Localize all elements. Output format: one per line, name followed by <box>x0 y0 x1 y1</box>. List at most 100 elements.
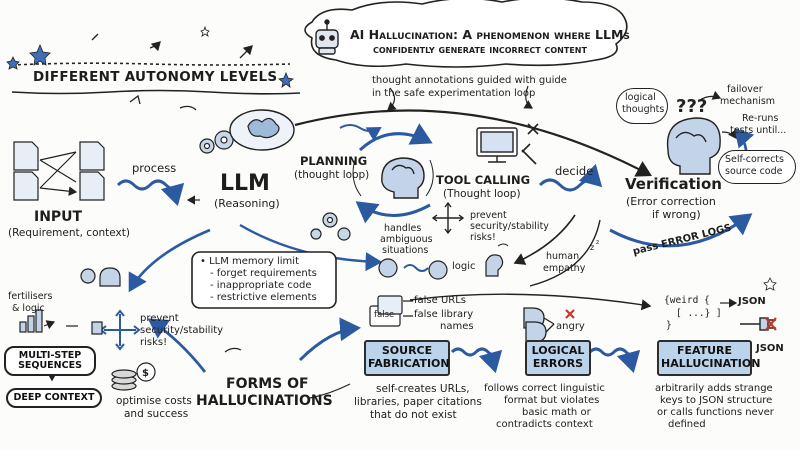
decide-arrow <box>538 163 603 192</box>
feature-desc-4: defined <box>668 419 706 430</box>
center-prevent-3: risks! <box>470 232 496 243</box>
feature-desc-2: keys to JSON structure <box>660 395 773 406</box>
logical-errors-line2: ERRORS <box>532 356 584 370</box>
center-prevent-1: prevent <box>470 210 507 221</box>
process-arrow <box>116 179 185 207</box>
thought-annotations-line2: in the safe experimentation loop <box>372 88 536 99</box>
llm-subtitle: (Reasoning) <box>214 197 280 210</box>
handles-note-3: situations <box>382 245 429 256</box>
sparkle-stars <box>6 25 777 291</box>
process-label: process <box>132 161 177 175</box>
deep-context-label: DEEP CONTEXT <box>13 392 95 403</box>
code-snippet-3: } <box>666 320 672 331</box>
logical-desc-4: contradicts context <box>496 419 593 430</box>
svg-text:z: z <box>590 243 594 252</box>
reruns-2: tests until... <box>730 125 787 136</box>
robot-icon <box>315 19 339 55</box>
fertilisers-2: & logic <box>12 303 45 314</box>
logical-thoughts-1: logical <box>625 92 656 103</box>
memory-line2: - forget requirements <box>210 268 317 279</box>
human-empathy-1: human <box>546 251 580 262</box>
svg-text:???: ??? <box>676 96 707 117</box>
json-label-2: JSON <box>756 343 784 354</box>
source-desc-2: libraries, paper citations <box>354 396 482 408</box>
deep-context-pill: DEEP CONTEXT <box>6 388 102 408</box>
title-cloud <box>304 0 628 68</box>
failover-1: failover <box>727 84 763 95</box>
self-corrects-cloud <box>718 150 796 184</box>
doodle-arrows <box>91 33 253 111</box>
input-title: INPUT <box>34 209 83 225</box>
multi-step-sequences-pill: MULTI-STEP SEQUENCES <box>4 346 96 376</box>
optimise-1: optimise costs <box>116 395 192 407</box>
self-corrects-1: Self-corrects <box>725 154 784 165</box>
monitor-icon <box>476 127 518 163</box>
red-x-icon <box>565 309 575 319</box>
feature-hallucination-box: FEATURE HALLUCINATION <box>657 340 760 376</box>
logical-thoughts-cloud <box>616 88 668 124</box>
logical-errors-box: LOGICAL ERRORS <box>525 340 591 376</box>
memory-line4: - restrictive elements <box>210 292 317 303</box>
fertilisers-1: fertilisers <box>8 291 53 302</box>
wrench-icon <box>521 123 539 165</box>
feature-desc-1: arbitrarily adds strange <box>655 383 773 394</box>
center-prevent-2: security/stability <box>470 221 549 232</box>
source-fabrication-line2: FABRICATION <box>368 356 450 370</box>
banner-underline <box>11 62 301 95</box>
tool-calling-subtitle: (Thought loop) <box>443 188 521 200</box>
verification-title: Verification <box>625 175 722 193</box>
verification-line2: if wrong) <box>652 208 701 221</box>
input-subtitle: (Requirement, context) <box>8 227 130 239</box>
memory-line3: - inappropriate code <box>210 280 312 291</box>
pass-error-logs-arrow <box>609 213 753 248</box>
logical-to-feature-arrow <box>588 347 641 374</box>
false-library-2: names <box>440 321 474 332</box>
autonomy-banner: DIFFERENT AUTONOMY LEVELS <box>33 69 278 85</box>
failover-2: mechanism <box>720 96 776 107</box>
forms-line1: FORMS OF <box>226 376 309 392</box>
thought-annotations-line1: thought annotations guided with guide <box>372 75 567 86</box>
left-prevent-3: risks! <box>140 337 168 348</box>
fertiliser-icons <box>19 267 121 335</box>
svg-text:$: $ <box>142 368 149 379</box>
reruns-1: Re-runs <box>742 113 779 124</box>
false-tag: false <box>374 310 395 320</box>
logical-desc-3: basic math or <box>522 407 591 418</box>
feature-desc-3: or calls functions never <box>657 407 774 418</box>
left-prevent-1: prevent <box>140 313 179 324</box>
logical-desc-2: format but violates <box>504 395 600 406</box>
code-snippet-2: [ ...} ] <box>676 308 722 319</box>
left-prevent-2: security/stability <box>140 325 224 336</box>
multi-step-line1: MULTI-STEP <box>18 350 82 361</box>
handles-note-2: ambiguous <box>380 234 433 245</box>
human-empathy-2: empathy <box>543 263 586 274</box>
gear-icons <box>199 130 234 154</box>
planning-subtitle: (thought loop) <box>294 169 370 181</box>
logic-icons <box>378 254 504 280</box>
forms-to-source-arrow <box>298 317 361 362</box>
json-label-1: JSON <box>738 296 766 307</box>
logical-errors-line1: LOGICAL <box>531 344 585 357</box>
source-to-logical-arrow <box>450 347 503 374</box>
planning-loop-arrows <box>339 123 433 224</box>
feature-hallucination-line1: FEATURE <box>676 344 733 357</box>
document-stack-icons <box>13 141 105 200</box>
llm-title: LLM <box>220 171 270 196</box>
tool-calling-title: TOOL CALLING <box>436 173 531 187</box>
source-fabrication-box: SOURCE FABRICATION <box>364 340 450 376</box>
memory-limit-box <box>191 251 337 309</box>
llm-to-verification-arrow <box>294 109 652 177</box>
main-title-line2: confidently generate incorrect content <box>373 43 587 56</box>
source-desc-3: that do not exist <box>370 409 457 421</box>
false-urls: false URLs <box>414 295 467 306</box>
forms-line2: HALLUCINATIONS <box>196 393 333 409</box>
memory-line1: • LLM memory limit <box>200 256 299 267</box>
source-desc-1: self-creates URLs, <box>376 383 470 395</box>
angry-label: angry <box>556 321 585 332</box>
small-gear-cluster <box>310 212 351 241</box>
logic-label: logic <box>452 261 476 272</box>
logic-gate-icon <box>523 307 555 343</box>
self-corrects-2: source code <box>725 166 783 177</box>
